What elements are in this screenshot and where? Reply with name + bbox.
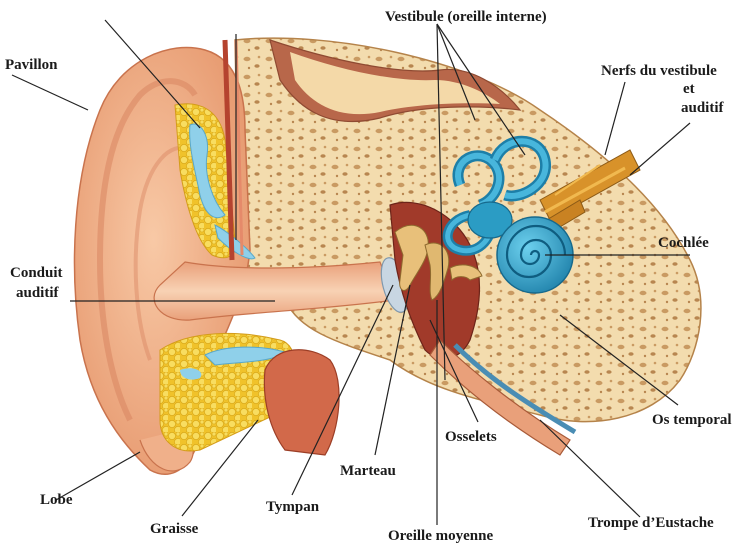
- label-graisse: Graisse: [150, 521, 199, 537]
- label-trompe-eustache: Trompe d’Eustache: [588, 515, 714, 531]
- trompe-eustache-lining: [453, 343, 577, 435]
- vestibule-semicircular-canals: [442, 135, 551, 256]
- osselets-ossicles: [394, 224, 483, 301]
- fat-upper: [174, 103, 256, 260]
- label-nerfs-1: Nerfs du vestibule: [601, 63, 717, 79]
- label-conduit-1: Conduit: [10, 265, 63, 281]
- skin-layer-top: [222, 39, 235, 261]
- label-lobe: Lobe: [40, 492, 73, 508]
- label-os-temporal: Os temporal: [652, 412, 732, 428]
- label-cochlee: Cochlée: [658, 235, 709, 251]
- conduit-auditif-canal: [153, 261, 396, 321]
- fat-lower: [159, 332, 297, 452]
- label-tympan: Tympan: [266, 499, 320, 515]
- label-oreille-moyenne: Oreille moyenne: [388, 528, 493, 544]
- label-vestibule: Vestibule (oreille interne): [385, 9, 547, 25]
- muscle-lower: [263, 349, 340, 456]
- leader-lines: [11, 19, 691, 525]
- label-marteau: Marteau: [340, 463, 396, 479]
- temporal-bone: [234, 37, 702, 423]
- label-osselets: Osselets: [445, 429, 497, 445]
- label-pavillon: Pavillon: [5, 57, 58, 73]
- label-conduit-2: auditif: [16, 285, 60, 301]
- skin-layer-top-inner: [234, 39, 244, 256]
- label-nerfs-2: et: [683, 81, 695, 97]
- label-nerfs-3: auditif: [681, 100, 725, 116]
- diagram-labels: Vestibule (oreille interne) Pavillon Ner…: [5, 9, 732, 544]
